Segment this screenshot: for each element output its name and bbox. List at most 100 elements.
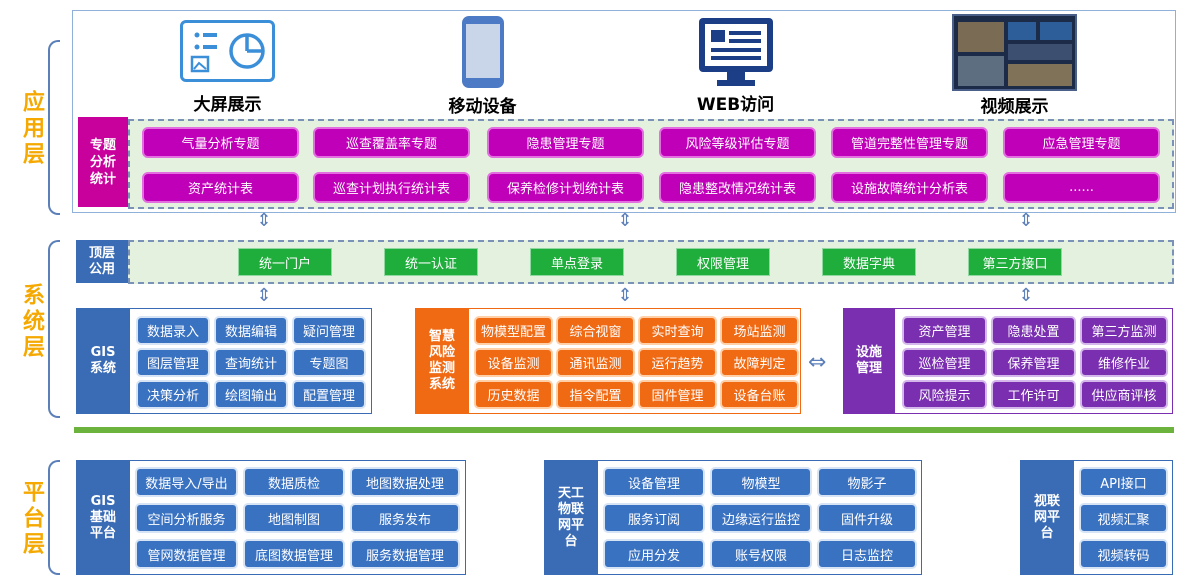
facility-mgmt-item[interactable]: 工作许可 [991, 380, 1076, 409]
topic-stats-label: 专题分析统计 [78, 117, 128, 207]
channel-label-mobile: 移动设备 [448, 97, 517, 117]
risk-system-item[interactable]: 实时查询 [638, 316, 717, 345]
layer-separator [74, 427, 1174, 433]
gis-system-item[interactable]: 绘图输出 [214, 380, 288, 409]
risk-system-item[interactable]: 通讯监测 [556, 348, 635, 377]
stats-item[interactable]: 保养检修计划统计表 [487, 172, 644, 203]
iot-platform-item[interactable]: 边缘运行监控 [710, 503, 812, 533]
top-public-item[interactable]: 数据字典 [822, 248, 916, 276]
topic-item[interactable]: 风险等级评估专题 [659, 127, 816, 158]
gis-platform-item[interactable]: 地图制图 [243, 503, 345, 533]
top-public-item[interactable]: 第三方接口 [968, 248, 1062, 276]
gis-platform-item[interactable]: 数据质检 [243, 467, 345, 497]
video-platform-item[interactable]: API接口 [1079, 467, 1168, 497]
topic-stats-panel [128, 119, 1174, 209]
facility-mgmt-item[interactable]: 维修作业 [1080, 348, 1168, 377]
gis-system-item[interactable]: 查询统计 [214, 348, 288, 377]
double-arrow-horizontal-icon: ⇔ [808, 350, 827, 375]
risk-system-item[interactable]: 综合视窗 [556, 316, 635, 345]
gis-platform-label: GIS基础平台 [76, 460, 130, 575]
topic-item[interactable]: 管道完整性管理专题 [831, 127, 988, 158]
double-arrow-vertical-icon: ⇕ [617, 210, 633, 231]
stats-item[interactable]: 资产统计表 [142, 172, 299, 203]
risk-system-item[interactable]: 物模型配置 [474, 316, 553, 345]
stats-item[interactable]: 隐患整改情况统计表 [659, 172, 816, 203]
risk-system-item[interactable]: 故障判定 [720, 348, 799, 377]
topic-item[interactable]: 巡查覆盖率专题 [313, 127, 470, 158]
risk-system-label: 智慧风险监测系统 [415, 308, 469, 414]
gis-system-item[interactable]: 专题图 [292, 348, 366, 377]
iot-platform-item[interactable]: 应用分发 [603, 539, 705, 569]
app-layer-panel [72, 10, 1176, 213]
double-arrow-vertical-icon: ⇕ [617, 285, 633, 306]
double-arrow-vertical-icon: ⇕ [1018, 285, 1034, 306]
facility-mgmt-item[interactable]: 保养管理 [991, 348, 1076, 377]
risk-system-item[interactable]: 设备监测 [474, 348, 553, 377]
top-public-item[interactable]: 统一门户 [238, 248, 332, 276]
gis-platform-item[interactable]: 服务数据管理 [350, 539, 460, 569]
platform-layer-brace [48, 460, 60, 575]
iot-platform-item[interactable]: 物影子 [817, 467, 917, 497]
iot-platform-item[interactable]: 固件升级 [817, 503, 917, 533]
iot-platform-item[interactable]: 服务订阅 [603, 503, 705, 533]
iot-platform-item[interactable]: 账号权限 [710, 539, 812, 569]
layer-label-platform: 平台层 [19, 480, 44, 558]
facility-mgmt-item[interactable]: 资产管理 [902, 316, 987, 345]
top-public-item[interactable]: 单点登录 [530, 248, 624, 276]
topic-item[interactable]: 应急管理专题 [1003, 127, 1160, 158]
risk-system-item[interactable]: 指令配置 [556, 380, 635, 409]
channel-label-dashboard: 大屏展示 [193, 95, 262, 115]
gis-platform-item[interactable]: 管网数据管理 [135, 539, 238, 569]
gis-system-item[interactable]: 决策分析 [136, 380, 210, 409]
app-layer-brace [48, 40, 60, 215]
gis-system-item[interactable]: 图层管理 [136, 348, 210, 377]
channel-label-video: 视频展示 [980, 97, 1049, 117]
facility-mgmt-item[interactable]: 巡检管理 [902, 348, 987, 377]
facility-mgmt-item[interactable]: 第三方监测 [1080, 316, 1168, 345]
gis-system-label: GIS系统 [76, 308, 130, 414]
video-platform-item[interactable]: 视频转码 [1079, 539, 1168, 569]
stats-item[interactable]: 巡查计划执行统计表 [313, 172, 470, 203]
gis-platform-item[interactable]: 底图数据管理 [243, 539, 345, 569]
facility-mgmt-item[interactable]: 隐患处置 [991, 316, 1076, 345]
risk-system-item[interactable]: 历史数据 [474, 380, 553, 409]
gis-platform-item[interactable]: 数据导入/导出 [135, 467, 238, 497]
double-arrow-vertical-icon: ⇕ [1018, 210, 1034, 231]
facility-mgmt-item[interactable]: 风险提示 [902, 380, 987, 409]
iot-platform-item[interactable]: 日志监控 [817, 539, 917, 569]
topic-item[interactable]: 隐患管理专题 [487, 127, 644, 158]
topic-item[interactable]: 气量分析专题 [142, 127, 299, 158]
layer-label-system: 系统层 [19, 283, 44, 361]
facility-mgmt-item[interactable]: 供应商评核 [1080, 380, 1168, 409]
top-public-label: 顶层公用 [76, 240, 128, 283]
double-arrow-vertical-icon: ⇕ [256, 285, 272, 306]
risk-system-item[interactable]: 场站监测 [720, 316, 799, 345]
layer-label-app: 应用层 [19, 90, 44, 168]
stats-item[interactable]: 设施故障统计分析表 [831, 172, 988, 203]
gis-system-item[interactable]: 配置管理 [292, 380, 366, 409]
iot-platform-item[interactable]: 设备管理 [603, 467, 705, 497]
gis-system-item[interactable]: 数据编辑 [214, 316, 288, 345]
iot-platform-item[interactable]: 物模型 [710, 467, 812, 497]
risk-system-item[interactable]: 设备台账 [720, 380, 799, 409]
video-platform-label: 视联网平台 [1020, 460, 1074, 575]
dashboard-icon [180, 20, 275, 82]
top-public-item[interactable]: 权限管理 [676, 248, 770, 276]
video-platform-item[interactable]: 视频汇聚 [1079, 503, 1168, 533]
risk-system-item[interactable]: 固件管理 [638, 380, 717, 409]
gis-platform-item[interactable]: 空间分析服务 [135, 503, 238, 533]
gis-platform-item[interactable]: 服务发布 [350, 503, 460, 533]
gis-system-item[interactable]: 数据录入 [136, 316, 210, 345]
gis-platform-item[interactable]: 地图数据处理 [350, 467, 460, 497]
facility-mgmt-label: 设施管理 [843, 308, 895, 414]
stats-item[interactable]: ...... [1003, 172, 1160, 203]
risk-system-item[interactable]: 运行趋势 [638, 348, 717, 377]
system-layer-brace [48, 240, 60, 418]
monitor-icon [697, 16, 775, 88]
video-wall-icon [952, 14, 1077, 91]
phone-icon [462, 16, 504, 88]
double-arrow-vertical-icon: ⇕ [256, 210, 272, 231]
channel-label-web: WEB访问 [696, 95, 775, 115]
top-public-item[interactable]: 统一认证 [384, 248, 478, 276]
gis-system-item[interactable]: 疑问管理 [292, 316, 366, 345]
